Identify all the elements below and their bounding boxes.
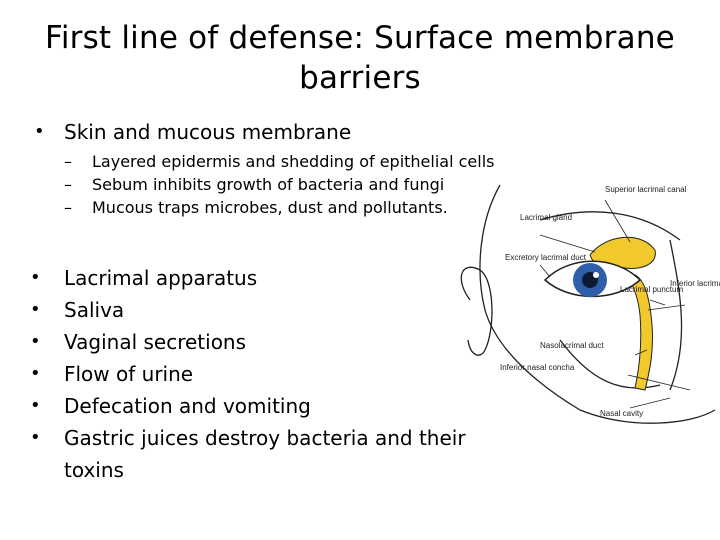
sub-bullet-epidermis: – Layered epidermis and shedding of epit… <box>64 152 495 171</box>
sub-bullet-sebum: – Sebum inhibits growth of bacteria and … <box>64 175 445 194</box>
bullet-text: Skin and mucous membrane <box>64 120 352 144</box>
slide-title: First line of defense: Surface membrane … <box>45 20 675 96</box>
nasolacrimal-duct-shape <box>629 274 653 391</box>
bullet-urine: • Flow of urine <box>30 362 194 386</box>
brow-line <box>539 211 681 241</box>
bullet-saliva: • Saliva <box>30 298 125 322</box>
label-superior-canal: Superior lacrimal canal <box>605 185 687 194</box>
label-nasolacrimal-duct: Nasolacrimal duct <box>540 341 604 350</box>
ear-outline <box>460 266 493 356</box>
label-excretory-duct: Excretory lacrimal duct <box>505 253 587 262</box>
bullet-skin-mucous: • Skin and mucous membrane <box>34 118 554 146</box>
secondary-bullet-list: • Lacrimal apparatus • Saliva • Vaginal … <box>30 262 500 486</box>
lacrimal-apparatus-illustration: Superior lacrimal canal Lacrimal gland E… <box>460 184 720 424</box>
bullet-gastric: • Gastric juices destroy bacteria and th… <box>30 426 466 482</box>
label-nasal-cavity: Nasal cavity <box>600 409 643 418</box>
main-bullet-list: • Skin and mucous membrane – Layered epi… <box>34 118 554 223</box>
eye-highlight <box>593 272 599 278</box>
label-lacrimal-punctum: Lacrimal punctum <box>620 285 683 294</box>
bullet-text: Gastric juices destroy bacteria and thei… <box>64 426 466 482</box>
sub-bullet-text: Sebum inhibits growth of bacteria and fu… <box>92 175 445 194</box>
label-inferior-canal: Inferior lacrimal canal <box>670 279 720 288</box>
label-lacrimal-gland: Lacrimal gland <box>520 213 572 222</box>
bullet-vaginal: • Vaginal secretions <box>30 330 247 354</box>
cheek-line <box>559 339 661 389</box>
sub-bullet-mucous: – Mucous traps microbes, dust and pollut… <box>64 198 448 217</box>
bullet-lacrimal: • Lacrimal apparatus <box>30 266 258 290</box>
sub-bullet-list: – Layered epidermis and shedding of epit… <box>34 152 554 217</box>
bullet-text: Lacrimal apparatus <box>64 266 258 290</box>
bullet-text: Saliva <box>64 298 125 322</box>
bullet-defecation: • Defecation and vomiting <box>30 394 311 418</box>
bullet-text: Defecation and vomiting <box>64 394 311 418</box>
bullet-text: Vaginal secretions <box>64 330 247 354</box>
sub-bullet-text: Layered epidermis and shedding of epithe… <box>92 152 495 171</box>
nose-line <box>669 239 683 391</box>
label-inferior-concha: Inferior nasal concha <box>500 363 575 372</box>
bullet-dot: • <box>34 121 45 142</box>
face-outline <box>479 184 716 424</box>
sub-bullet-text: Mucous traps microbes, dust and pollutan… <box>92 198 448 217</box>
bullet-text: Flow of urine <box>64 362 194 386</box>
